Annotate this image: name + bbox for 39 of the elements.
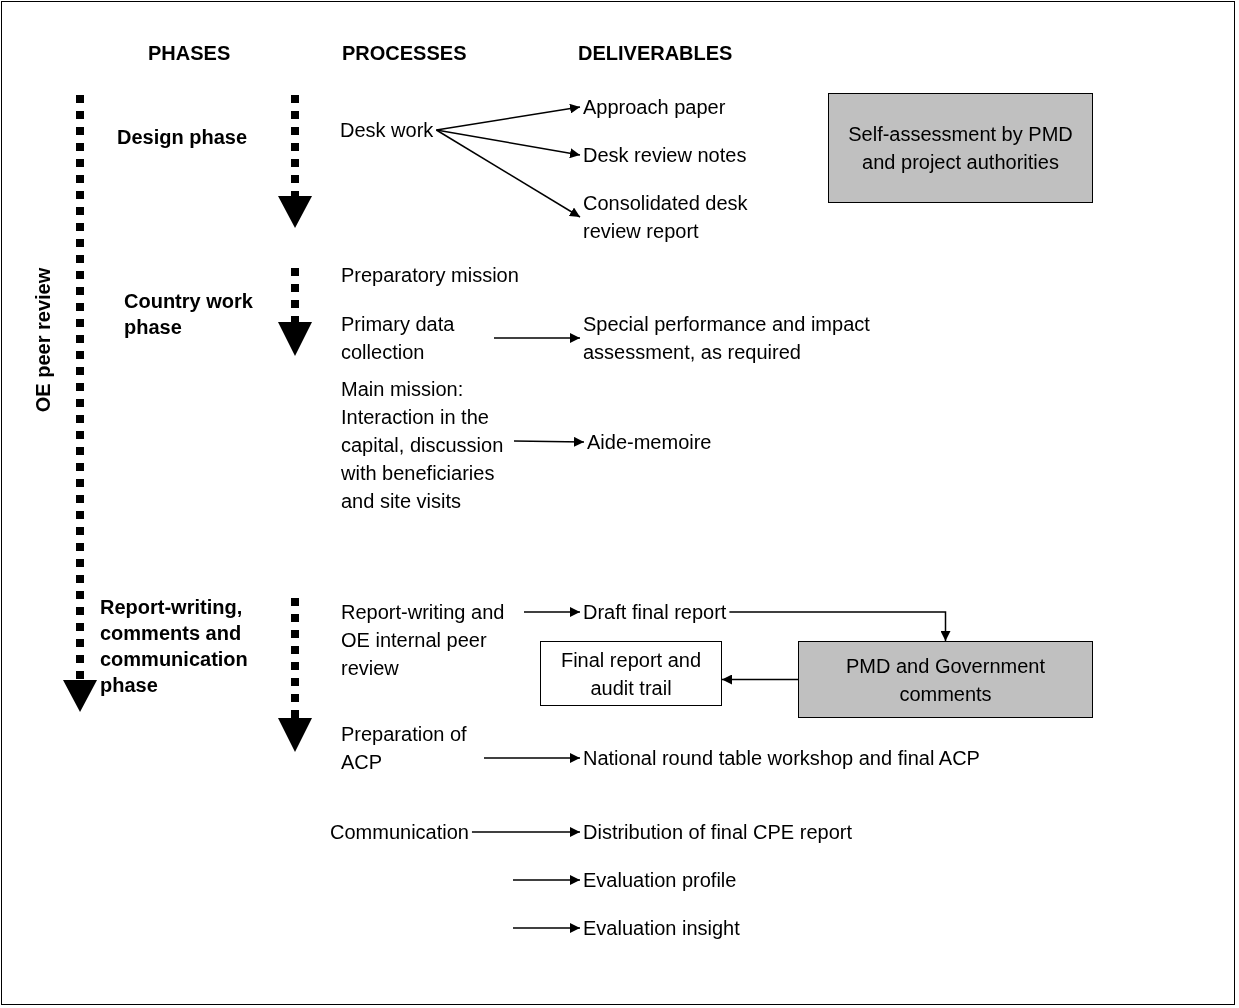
process-box: Self-assessment by PMD and project authorities bbox=[828, 93, 1093, 203]
column-heading: PROCESSES bbox=[342, 41, 467, 66]
phase-label: Country work phase bbox=[124, 289, 254, 340]
process-text: Primary data collection bbox=[341, 310, 491, 366]
arrow bbox=[721, 674, 799, 685]
arrow bbox=[493, 333, 581, 343]
process-text: Evaluation insight bbox=[583, 914, 740, 942]
arrow bbox=[435, 129, 581, 218]
process-text: Special performance and impact assessment, as required bbox=[583, 310, 953, 366]
process-text: Communication bbox=[330, 818, 469, 846]
process-text: Aide-memoire bbox=[587, 428, 712, 456]
arrow bbox=[435, 129, 581, 159]
arrow bbox=[512, 875, 581, 885]
process-text: Preparation of ACP bbox=[341, 720, 481, 776]
process-text: Main mission: Interaction in the capital, discussion with beneficiaries and site visits bbox=[341, 375, 511, 515]
vertical-label: OE peer review bbox=[31, 266, 55, 415]
arrow bbox=[483, 753, 581, 763]
phase-label: Design phase bbox=[117, 125, 248, 150]
arrow bbox=[523, 607, 581, 617]
process-box: PMD and Government comments bbox=[798, 641, 1093, 718]
step-text: Preparatory mission bbox=[341, 263, 519, 288]
process-text: National round table workshop and final ACP bbox=[583, 744, 980, 772]
process-text: Consolidated desk review report bbox=[583, 189, 798, 245]
column-heading: DELIVERABLES bbox=[578, 41, 733, 66]
process-text: Distribution of final CPE report bbox=[583, 818, 852, 846]
process-text: Desk work bbox=[340, 116, 434, 144]
process-text: Approach paper bbox=[583, 93, 726, 121]
process-text: Evaluation profile bbox=[583, 866, 737, 894]
column-heading: PHASES bbox=[148, 41, 231, 66]
arrow bbox=[512, 923, 581, 933]
process-text: Report-writing and OE internal peer review bbox=[341, 598, 521, 682]
process-text: Desk review notes bbox=[583, 141, 747, 169]
process-text: Draft final report bbox=[583, 598, 727, 626]
process-box: Final report and audit trail bbox=[540, 641, 722, 706]
arrow bbox=[471, 827, 581, 837]
arrow bbox=[728, 611, 951, 642]
arrow bbox=[435, 103, 581, 131]
arrow bbox=[513, 436, 585, 447]
phase-label: Report-writing, comments and communication phase bbox=[100, 595, 249, 698]
